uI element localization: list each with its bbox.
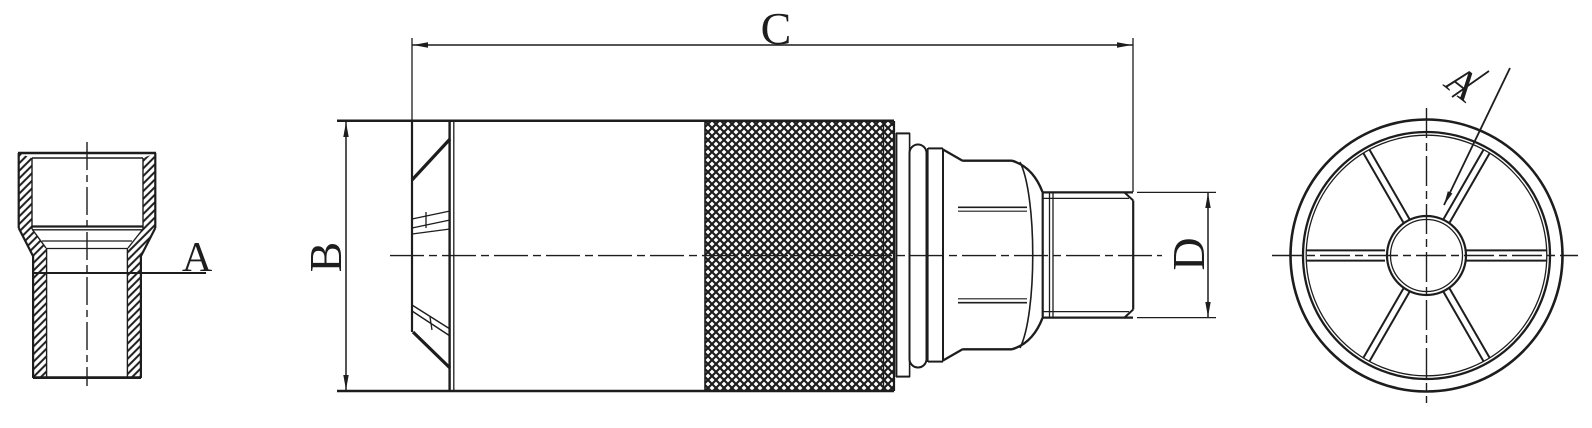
hex-flats — [942, 148, 1044, 362]
dim-label-d: D — [1163, 237, 1214, 270]
sleeve-section-view: A — [17, 142, 213, 386]
dimension-b: B — [300, 121, 351, 391]
dimension-c: C — [411, 3, 1134, 192]
coupler-end-view: A — [1272, 56, 1578, 403]
dimension-d: D — [1137, 191, 1216, 319]
arrowhead-right — [1117, 42, 1132, 48]
arrowhead-up — [1205, 193, 1211, 208]
spokes — [1306, 148, 1547, 363]
arrowhead-left — [413, 42, 428, 48]
coupler-side-view — [337, 119, 1162, 393]
leader-label-a: A — [1436, 56, 1489, 111]
dim-label-b: B — [300, 242, 351, 273]
arrowhead-down — [343, 375, 349, 390]
arrowhead-up — [343, 122, 349, 137]
arrowhead-down — [1205, 302, 1211, 317]
leader-arrowhead — [1444, 191, 1453, 205]
section-label-a: A — [182, 235, 213, 281]
coupler-mouth-detail — [410, 137, 452, 370]
dim-label-c: C — [761, 3, 792, 54]
sleeve-left-wall-hatch — [18, 153, 46, 378]
sleeve-right-wall-hatch — [128, 153, 156, 378]
